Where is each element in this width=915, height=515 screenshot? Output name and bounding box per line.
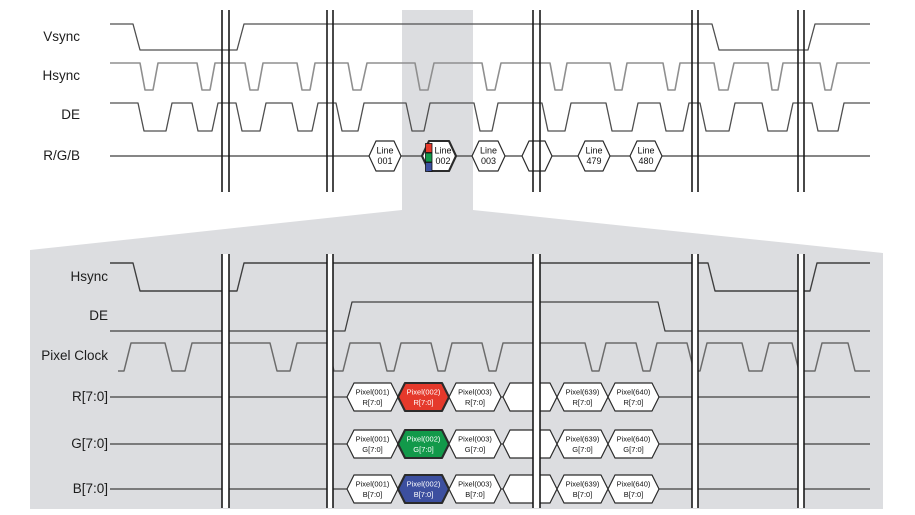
pixel-bubble-b-row-Pixel(639)-label-2: B[7:0]	[573, 490, 593, 499]
pixel-bubble-r-row-Pixel(002)-label-1: Pixel(002)	[407, 388, 441, 397]
pixel-bubble-r-row-empty	[502, 382, 558, 412]
rgb-color-bar	[425, 162, 433, 172]
zoom-break-gap	[222, 254, 229, 508]
label-de-zoom: DE	[89, 308, 108, 323]
line-bubble-002-label-1: Line	[434, 146, 451, 156]
zoom-pixel-clock-waveform	[118, 342, 870, 372]
label-pixel-clock: Pixel Clock	[41, 348, 108, 363]
pixel-bubble-b-row-Pixel(001)-label-1: Pixel(001)	[356, 480, 390, 489]
pixel-bubble-r-row-Pixel(001)-label-2: R[7:0]	[362, 398, 382, 407]
pixel-bubble-g-row-Pixel(639)-label-2: G[7:0]	[572, 445, 592, 454]
pixel-bubble-b-row-Pixel(640)	[607, 474, 660, 504]
label-rgb: R/G/B	[43, 148, 80, 163]
pixel-bubble-r-row-Pixel(003)-label-1: Pixel(003)	[458, 388, 492, 397]
pixel-bubble-g-row-Pixel(003)-label-1: Pixel(003)	[458, 435, 492, 444]
label-de: DE	[61, 107, 80, 122]
pixel-bubble-b-row-empty	[502, 474, 558, 504]
pixel-bubble-r-row-Pixel(640)-label-2: R[7:0]	[623, 398, 643, 407]
pixel-bubble-g-row-Pixel(001)-label-2: G[7:0]	[362, 445, 382, 454]
line-bubble-001	[368, 140, 402, 172]
label-hsync-zoom: Hsync	[70, 269, 108, 284]
pixel-bubble-b-row-Pixel(639)-label-1: Pixel(639)	[566, 480, 600, 489]
pixel-bubble-b-row-Pixel(001)-label-2: B[7:0]	[363, 490, 383, 499]
pixel-bubble-g-row-Pixel(001)-label-1: Pixel(001)	[356, 435, 390, 444]
line-bubble-001-label-1: Line	[376, 146, 393, 156]
pixel-bubble-g-row-Pixel(639)-label-1: Pixel(639)	[566, 435, 600, 444]
line-bubble-479-label-1: Line	[585, 146, 602, 156]
zoom-hsync-waveform	[110, 262, 870, 292]
pixel-bubble-b-row-Pixel(002)-label-2: B[7:0]	[414, 490, 434, 499]
pixel-bubble-r-row-Pixel(639)-label-1: Pixel(639)	[566, 388, 600, 397]
pixel-bubble-b-row-Pixel(640)-label-2: B[7:0]	[624, 490, 644, 499]
pixel-bubble-r-row-Pixel(640)-label-1: Pixel(640)	[617, 388, 651, 397]
pixel-bubble-b-row-Pixel(640)-label-1: Pixel(640)	[617, 480, 651, 489]
pixel-bubble-g-row-Pixel(640)-label-1: Pixel(640)	[617, 435, 651, 444]
pixel-bubble-r-row-Pixel(640)	[607, 382, 660, 412]
pixel-bubble-r-row-Pixel(003)-label-2: R[7:0]	[465, 398, 485, 407]
line-bubble-003	[471, 140, 506, 172]
label-b-bus: B[7:0]	[72, 481, 108, 496]
rgb-color-bar	[425, 143, 433, 153]
zoom-break-gap	[798, 254, 804, 508]
line-bubble-002-label-2: 002	[435, 156, 450, 166]
rgb-color-bar	[425, 152, 433, 163]
label-g-bus: G[7:0]	[71, 436, 108, 451]
line-bubble-479	[577, 140, 611, 172]
pixel-bubble-g-row-Pixel(002)-label-1: Pixel(002)	[407, 435, 441, 444]
pixel-bubble-b-row-Pixel(003)	[448, 474, 502, 504]
line-bubble-empty	[521, 140, 553, 172]
zoom-break-gap	[327, 254, 333, 508]
pixel-bubble-g-row-Pixel(003)	[448, 429, 502, 459]
line-bubble-480-label-2: 480	[638, 156, 653, 166]
zoom-de-waveform	[110, 301, 870, 332]
top-hsync-waveform	[110, 62, 870, 91]
pixel-bubble-r-row-Pixel(003)	[448, 382, 502, 412]
top-de-waveform	[110, 102, 870, 132]
pixel-bubble-b-row-Pixel(003)-label-2: B[7:0]	[465, 490, 485, 499]
pixel-bubble-g-row-Pixel(003)-label-2: G[7:0]	[465, 445, 485, 454]
line-bubble-480-label-1: Line	[637, 146, 654, 156]
top-vsync-waveform	[110, 23, 870, 51]
pixel-bubble-r-row-Pixel(639)-label-2: R[7:0]	[572, 398, 592, 407]
line-bubble-480	[629, 140, 663, 172]
pixel-bubble-g-row-Pixel(640)	[607, 429, 660, 459]
label-vsync: Vsync	[43, 29, 80, 44]
line-bubble-001-label-2: 001	[377, 156, 392, 166]
line-bubble-003-label-2: 003	[481, 156, 496, 166]
pixel-bubble-r-row-Pixel(002)-label-2: R[7:0]	[413, 398, 433, 407]
pixel-bubble-b-row-Pixel(003)-label-1: Pixel(003)	[458, 480, 492, 489]
zoom-break-gap	[692, 254, 698, 508]
line-bubble-479-label-2: 479	[586, 156, 601, 166]
zoom-panel-background	[30, 210, 883, 509]
pixel-bubble-b-row-Pixel(002)-label-1: Pixel(002)	[407, 480, 441, 489]
pixel-bubble-g-row-Pixel(002)-label-2: G[7:0]	[413, 445, 433, 454]
label-hsync: Hsync	[42, 68, 80, 83]
pixel-bubble-g-row-empty	[502, 429, 558, 459]
zoom-break-gap	[533, 254, 540, 508]
pixel-bubble-g-row-Pixel(640)-label-2: G[7:0]	[623, 445, 643, 454]
pixel-bubble-r-row-Pixel(001)-label-1: Pixel(001)	[356, 388, 390, 397]
zoom-highlight-band	[402, 10, 473, 210]
line-bubble-003-label-1: Line	[480, 146, 497, 156]
label-r-bus: R[7:0]	[71, 389, 108, 404]
